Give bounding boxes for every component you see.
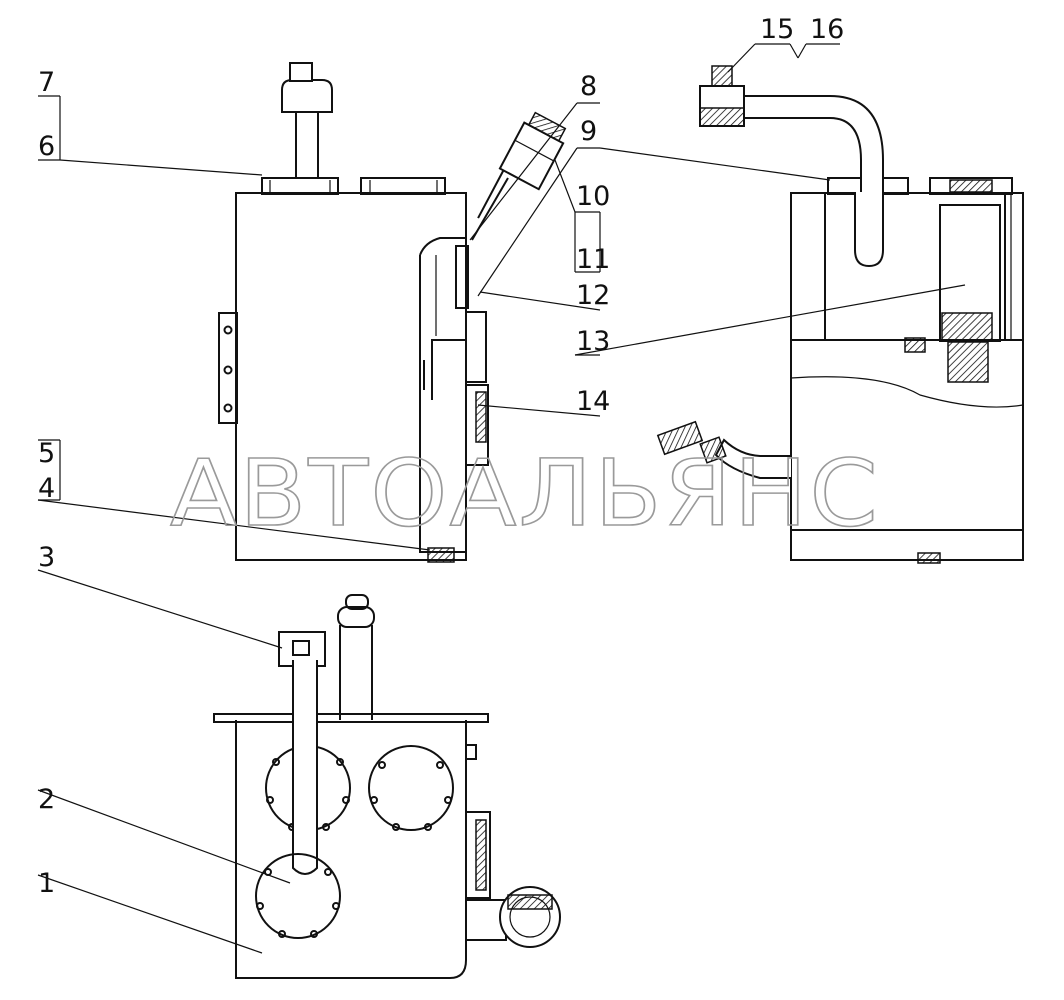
breather-nut bbox=[289, 62, 313, 82]
leader-lines bbox=[37, 43, 966, 954]
callout-3: 3 bbox=[38, 542, 55, 573]
callout-2: 2 bbox=[38, 784, 55, 815]
cover-plate-3 bbox=[255, 853, 341, 939]
front-view bbox=[218, 62, 567, 563]
plan-top-plate bbox=[213, 713, 489, 723]
strainer bbox=[947, 341, 989, 383]
sight-gauge-cap bbox=[278, 631, 326, 667]
filler-neck-cap bbox=[337, 606, 375, 628]
suction-filter-element bbox=[477, 111, 567, 219]
callout-7: 7 bbox=[38, 67, 55, 98]
callout-8: 8 bbox=[580, 71, 597, 102]
callout-12: 12 bbox=[576, 280, 610, 311]
callout-9: 9 bbox=[580, 116, 597, 147]
callout-1: 1 bbox=[38, 868, 55, 899]
callout-13: 13 bbox=[576, 326, 610, 357]
drain-plug-front bbox=[427, 547, 455, 563]
plan-level-gauge bbox=[465, 811, 491, 899]
plan-pipe bbox=[292, 660, 318, 875]
breather-cap bbox=[281, 79, 333, 113]
callout-4: 4 bbox=[38, 473, 55, 504]
right-bracket bbox=[465, 311, 487, 383]
callout-labels: 1 2 3 4 5 6 7 8 9 10 11 12 13 14 15 16 bbox=[38, 14, 844, 899]
cover-plate-2 bbox=[368, 745, 454, 831]
left-bracket bbox=[218, 312, 238, 424]
section-flange-right bbox=[929, 177, 1013, 195]
tank-body-plan bbox=[235, 720, 467, 979]
watermark: АВТОАЛЬЯНС bbox=[170, 440, 880, 547]
callout-10: 10 bbox=[576, 181, 610, 212]
top-flange-left bbox=[261, 177, 339, 195]
callout-6: 6 bbox=[38, 131, 55, 162]
breather-pipe bbox=[295, 111, 319, 178]
callout-16: 16 bbox=[810, 14, 844, 45]
callout-14: 14 bbox=[576, 386, 610, 417]
top-flange-right bbox=[360, 177, 446, 195]
callout-5: 5 bbox=[38, 438, 55, 469]
return-pipe bbox=[741, 95, 884, 268]
section-view bbox=[656, 65, 1024, 564]
callout-11: 11 bbox=[576, 244, 610, 275]
level-gauge bbox=[465, 384, 489, 466]
filter-mount bbox=[455, 245, 469, 309]
filter-housing bbox=[419, 237, 467, 400]
return-fitting-nut bbox=[711, 65, 733, 87]
plan-view bbox=[213, 594, 561, 979]
callout-15: 15 bbox=[760, 14, 794, 45]
suction-flange bbox=[656, 420, 704, 456]
